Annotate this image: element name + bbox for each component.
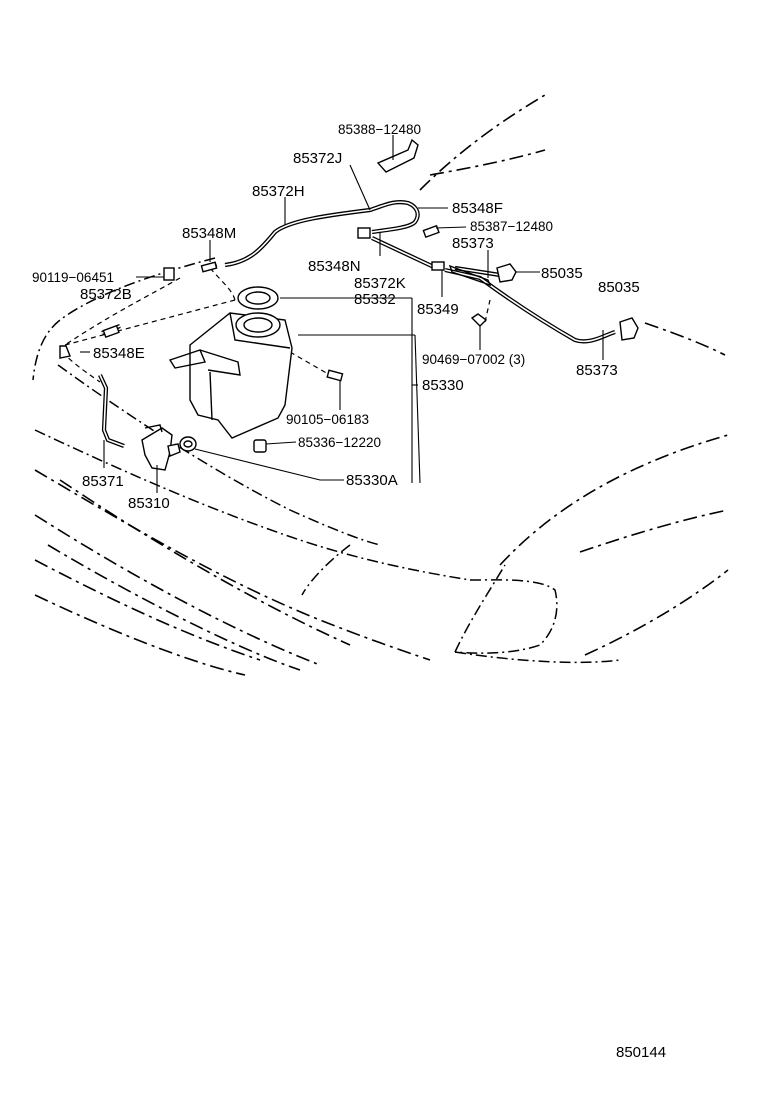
part-labels: 85388−12480 85372J 85372H 85348F 85387−1…	[32, 122, 640, 512]
tube-85372K	[448, 264, 492, 287]
label-85330A: 85330A	[346, 472, 398, 489]
label-85372K: 85372K	[354, 275, 406, 292]
label-85388-12480: 85388−12480	[338, 122, 421, 137]
bracket-85388	[376, 138, 419, 173]
label-85330: 85330	[422, 377, 464, 394]
label-85035-a: 85035	[541, 265, 583, 282]
label-90105-06183: 90105−06183	[286, 412, 369, 427]
label-85372H: 85372H	[252, 183, 305, 200]
diagram-id: 850144	[616, 1044, 666, 1061]
label-85371: 85371	[82, 473, 124, 490]
washer-tank	[168, 312, 293, 439]
label-85348E: 85348E	[93, 345, 145, 362]
label-85348N: 85348N	[308, 258, 361, 275]
label-85349: 85349	[417, 301, 459, 318]
grommet	[179, 436, 197, 452]
leader-lines	[80, 135, 604, 493]
label-85348F: 85348F	[452, 200, 503, 217]
label-85310: 85310	[128, 495, 170, 512]
label-85372B: 85372B	[80, 286, 132, 303]
label-85336-12220: 85336−12220	[298, 435, 381, 450]
vehicle-body-outline	[32, 94, 729, 676]
label-85035-b: 85035	[598, 279, 640, 296]
label-85373-bottom: 85373	[576, 362, 618, 379]
label-85373-top: 85373	[452, 235, 494, 252]
washer-pump	[141, 424, 181, 471]
label-85332: 85332	[354, 291, 396, 308]
label-90469-07002: 90469−07002 (3)	[422, 352, 525, 367]
label-85387-12480: 85387−12480	[470, 219, 553, 234]
label-85348M: 85348M	[182, 225, 236, 242]
label-85372J: 85372J	[293, 150, 342, 167]
nozzle-85035-a	[496, 263, 517, 283]
label-90119-06451: 90119−06451	[32, 270, 114, 285]
tank-cap	[237, 286, 279, 310]
nozzle-85035-b	[619, 317, 639, 341]
small-fittings	[59, 224, 488, 453]
